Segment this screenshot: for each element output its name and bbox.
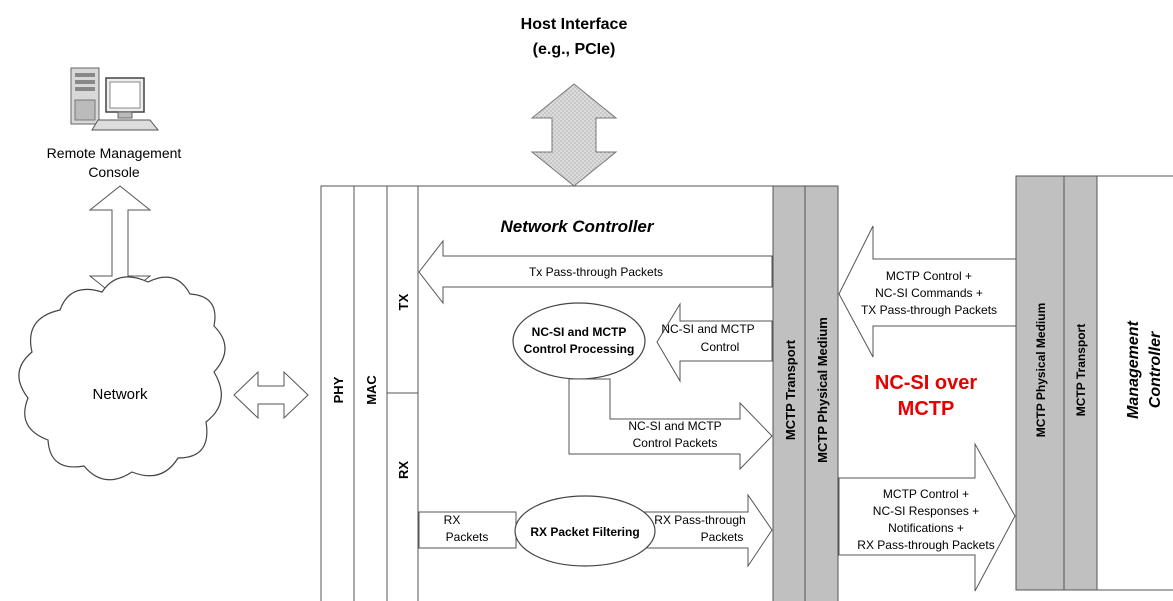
to-nc-label-3: TX Pass-through Packets: [861, 303, 997, 317]
network-controller-title: Network Controller: [500, 217, 654, 236]
tx-passthrough-arrow: [418, 239, 773, 305]
to-mc-label-1: MCTP Control +: [883, 487, 969, 501]
to-mc-label-4: RX Pass-through Packets: [857, 538, 994, 552]
control-processing-label-2: Control Processing: [524, 342, 635, 356]
mac-label: MAC: [364, 375, 379, 405]
rx-filtering-label: RX Packet Filtering: [530, 525, 639, 539]
mc-mctp-transport-label: MCTP Transport: [1074, 324, 1088, 416]
rx-packets-label-2: Packets: [446, 530, 489, 544]
nc-mctp-physical-medium-block: [804, 185, 839, 601]
tx-block: [386, 185, 419, 394]
nc-mctp-transport-block: [772, 185, 806, 601]
ncsi-over-mctp-label-1: NC-SI over: [875, 372, 977, 394]
mac-block: [353, 185, 388, 601]
mc-main-block: [1096, 175, 1173, 591]
tx-label: TX: [396, 293, 411, 310]
computer-icon: [70, 67, 160, 131]
control-out-label-2: Control Packets: [633, 436, 718, 450]
control-out-arrow: [568, 378, 773, 471]
control-processing-node: [512, 302, 646, 380]
rx-passthrough-label-2: Packets: [701, 530, 744, 544]
ncsi-over-mctp-label-2: MCTP: [898, 398, 955, 420]
rx-packets-label-1: RX: [444, 513, 461, 527]
control-processing-label-1: NC-SI and MCTP: [532, 325, 627, 339]
rx-filtering-node: [514, 495, 656, 567]
rx-block: [386, 392, 419, 601]
to-nc-label-1: MCTP Control +: [886, 269, 972, 283]
remote-console-label-2: Console: [88, 164, 140, 180]
mc-mctp-physical-medium-label: MCTP Physical Medium: [1034, 303, 1048, 437]
network-label: Network: [92, 386, 148, 403]
host-interface-subtitle: (e.g., PCIe): [533, 41, 616, 58]
cloud-icon: [18, 276, 226, 481]
remote-console-label-1: Remote Management: [47, 145, 182, 161]
management-controller-title-2: Controller: [1147, 331, 1164, 408]
to-nc-label-2: NC-SI Commands +: [875, 286, 983, 300]
phy-block: [320, 185, 355, 601]
network-phy-arrow: [233, 370, 309, 420]
to-mc-label-3: Notifications +: [888, 521, 964, 535]
rx-label: RX: [396, 461, 411, 479]
tx-passthrough-label: Tx Pass-through Packets: [529, 265, 663, 279]
nc-to-mc-arrow: [838, 442, 1016, 592]
host-interface-arrow: [530, 83, 618, 187]
rx-passthrough-label-1: RX Pass-through: [654, 513, 745, 527]
control-in-label-2: Control: [701, 340, 740, 354]
mc-mctp-physical-medium-block: [1015, 175, 1065, 591]
control-out-label-1: NC-SI and MCTP: [628, 419, 721, 433]
management-controller-title-1: Management: [1125, 320, 1142, 418]
host-interface-title: Host Interface: [521, 16, 628, 33]
nc-mctp-transport-label: MCTP Transport: [783, 339, 798, 440]
nc-mctp-physical-medium-label: MCTP Physical Medium: [815, 317, 830, 463]
control-in-arrow: [656, 302, 773, 383]
mc-mctp-transport-block: [1063, 175, 1098, 591]
control-in-label-1: NC-SI and MCTP: [661, 322, 754, 336]
to-mc-label-2: NC-SI Responses +: [873, 504, 979, 518]
phy-label: PHY: [331, 376, 346, 403]
rx-passthrough-arrow: [639, 493, 773, 568]
rx-packets-arrow: [418, 511, 517, 549]
